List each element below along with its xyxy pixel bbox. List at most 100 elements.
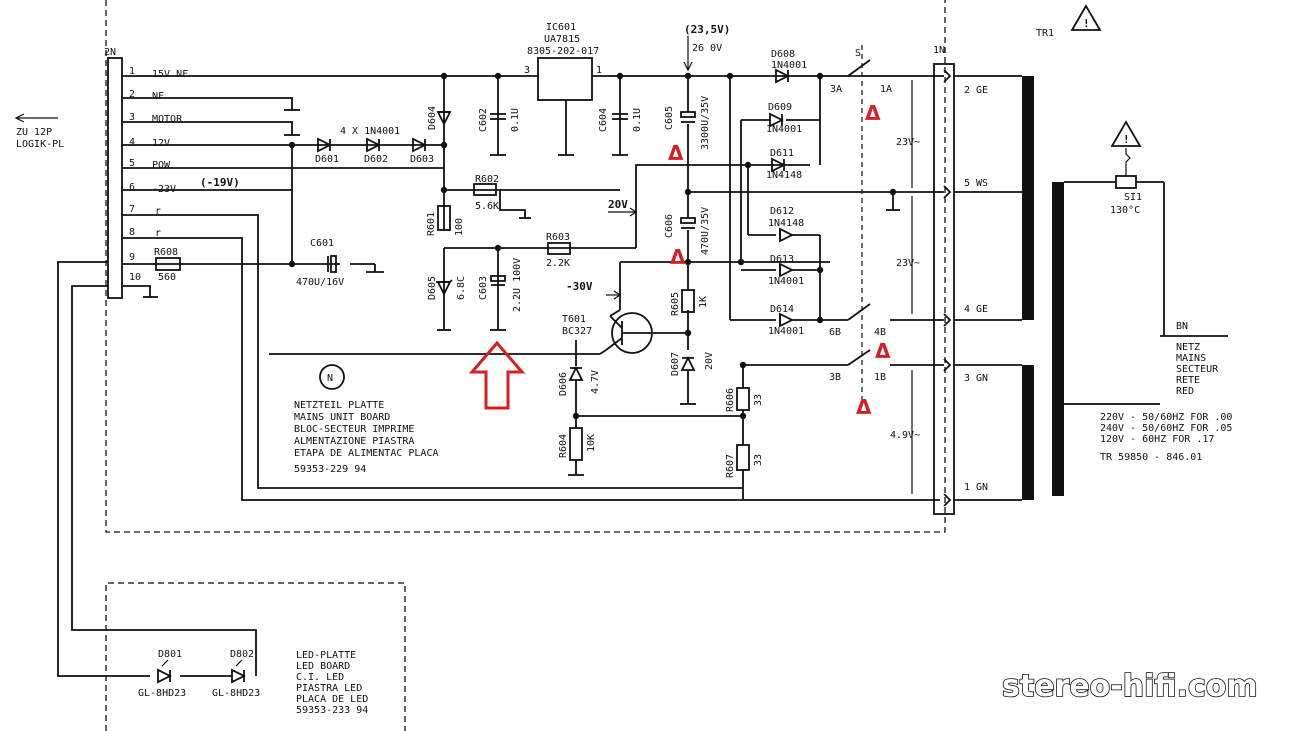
- svg-text:D604: D604: [427, 106, 438, 130]
- delta-marker-1b: Δ: [856, 395, 872, 419]
- transformer-tr1: TR1 ! ! SI1 130°C BN NETZ MAINS SECTEUR …: [1022, 4, 1232, 500]
- svg-text:ALMENTAZIONE PIASTRA: ALMENTAZIONE PIASTRA: [294, 436, 414, 447]
- fuse-ref: SI1: [1124, 192, 1142, 203]
- svg-text:3B: 3B: [829, 372, 841, 383]
- svg-text:1N: 1N: [933, 45, 945, 56]
- svg-text:23V~: 23V~: [896, 137, 920, 148]
- svg-text:0.1U: 0.1U: [632, 108, 643, 132]
- t601-type: BC327: [562, 326, 592, 337]
- svg-text:D601: D601: [315, 154, 339, 165]
- svg-text:33: 33: [753, 454, 764, 466]
- delta-marker-c605: Δ: [668, 141, 684, 165]
- fuse-temp: 130°C: [1110, 205, 1140, 216]
- svg-text:RED: RED: [1176, 386, 1194, 397]
- svg-text:5: 5: [129, 158, 135, 169]
- svg-text:23V~: 23V~: [896, 258, 920, 269]
- svg-text:560: 560: [158, 272, 176, 283]
- v20-label: 20V: [608, 198, 628, 211]
- svg-text:NETZ: NETZ: [1176, 342, 1200, 353]
- signal-pow: POW: [152, 160, 171, 171]
- board-marker: N: [327, 373, 333, 384]
- svg-text:2 GE: 2 GE: [964, 85, 988, 96]
- svg-text:5.6K: 5.6K: [475, 201, 499, 212]
- svg-text:1N4001: 1N4001: [768, 276, 804, 287]
- warning-icon-fuse: !: [1123, 133, 1130, 146]
- delta-marker-c606: Δ: [670, 245, 686, 269]
- svg-text:C605: C605: [664, 106, 675, 130]
- watermark: stereo-hifi.com: [1002, 669, 1258, 704]
- svg-text:R608: R608: [154, 247, 178, 258]
- svg-text:1N4148: 1N4148: [768, 218, 804, 229]
- svg-text:4.9V~: 4.9V~: [890, 430, 920, 441]
- svg-text:6B: 6B: [829, 327, 841, 338]
- svg-text:1N4001: 1N4001: [768, 326, 804, 337]
- svg-text:3: 3: [524, 65, 530, 76]
- svg-text:D606: D606: [558, 372, 569, 396]
- svg-text:1N4001: 1N4001: [771, 60, 807, 71]
- junctions: [288, 72, 897, 420]
- svg-text:C602: C602: [478, 108, 489, 132]
- svg-text:2.2K: 2.2K: [546, 258, 570, 269]
- svg-text:GL-8HD23: GL-8HD23: [138, 688, 186, 699]
- svg-text:120V - 60HZ FOR .17: 120V - 60HZ FOR .17: [1100, 434, 1214, 445]
- svg-text:4 GE: 4 GE: [964, 304, 988, 315]
- svg-text:6: 6: [129, 182, 135, 193]
- svg-text:7: 7: [129, 204, 135, 215]
- svg-text:R602: R602: [475, 174, 499, 185]
- svg-text:10K: 10K: [586, 434, 597, 452]
- rectifier-diodes: D608 1N4001 D609 1N4001 D611 1N4148 D612…: [766, 49, 807, 337]
- svg-text:1A: 1A: [880, 84, 892, 95]
- minus30v-label: -30V: [566, 280, 593, 293]
- svg-text:D603: D603: [410, 154, 434, 165]
- delta-marker-1a: Δ: [865, 101, 881, 125]
- svg-text:MAINS UNIT BOARD: MAINS UNIT BOARD: [294, 412, 390, 423]
- svg-text:C.I. LED: C.I. LED: [296, 672, 344, 683]
- svg-text:3300U/35V: 3300U/35V: [700, 96, 711, 150]
- svg-text:1 GN: 1 GN: [964, 482, 988, 493]
- svg-text:ETAPA DE ALIMENTAC PLACA: ETAPA DE ALIMENTAC PLACA: [294, 448, 439, 459]
- svg-text:D602: D602: [364, 154, 388, 165]
- signal-15v-nf: 15V NF: [152, 69, 188, 80]
- tr1-ref: TR1: [1036, 28, 1054, 39]
- vin-note: (23,5V): [684, 23, 730, 36]
- svg-text:100: 100: [454, 218, 465, 236]
- svg-text:D608: D608: [771, 49, 795, 60]
- svg-text:8: 8: [129, 227, 135, 238]
- svg-text:MAINS: MAINS: [1176, 353, 1206, 364]
- svg-text:PIASTRA LED: PIASTRA LED: [296, 683, 362, 694]
- signal-m19v: (-19V): [200, 176, 240, 189]
- svg-text:D609: D609: [768, 102, 792, 113]
- svg-text:C603: C603: [478, 276, 489, 300]
- svg-text:D614: D614: [770, 304, 794, 315]
- svg-text:LED BOARD: LED BOARD: [296, 661, 350, 672]
- svg-text:D801: D801: [158, 649, 182, 660]
- bn-label: BN: [1176, 321, 1188, 332]
- svg-text:220V - 50/60HZ FOR .00: 220V - 50/60HZ FOR .00: [1100, 412, 1232, 423]
- svg-text:R603: R603: [546, 232, 570, 243]
- svg-text:59353-233 94: 59353-233 94: [296, 705, 368, 716]
- svg-text:C606: C606: [664, 214, 675, 238]
- wiring: [57, 45, 944, 677]
- svg-text:D611: D611: [770, 148, 794, 159]
- svg-text:2: 2: [129, 89, 135, 100]
- svg-text:LED-PLATTE: LED-PLATTE: [296, 650, 356, 661]
- svg-text:1: 1: [596, 65, 602, 76]
- svg-text:1: 1: [129, 66, 135, 77]
- svg-text:D612: D612: [770, 206, 794, 217]
- led-board: D801 D802 GL-8HD23 GL-8HD23 LED-PLATTE L…: [138, 649, 368, 716]
- svg-text:10: 10: [129, 272, 141, 283]
- resistors: R602 5.6K R601 100 R603 2.2K R608 560 R6…: [154, 174, 764, 478]
- svg-text:NETZTEIL PLATTE: NETZTEIL PLATTE: [294, 400, 384, 411]
- svg-text:5 WS: 5 WS: [964, 178, 988, 189]
- signal-motor: MOTOR: [152, 114, 183, 125]
- signal-r2: r: [155, 228, 161, 239]
- svg-text:R607: R607: [725, 454, 736, 478]
- svg-text:D605: D605: [427, 276, 438, 300]
- ic601-type: UA7815: [544, 34, 580, 45]
- svg-text:59353-229 94: 59353-229 94: [294, 464, 366, 475]
- svg-text:3 GN: 3 GN: [964, 373, 988, 384]
- svg-text:3: 3: [129, 112, 135, 123]
- svg-text:PLACA DE LED: PLACA DE LED: [296, 694, 368, 705]
- svg-text:BLOC-SECTEUR IMPRIME: BLOC-SECTEUR IMPRIME: [294, 424, 414, 435]
